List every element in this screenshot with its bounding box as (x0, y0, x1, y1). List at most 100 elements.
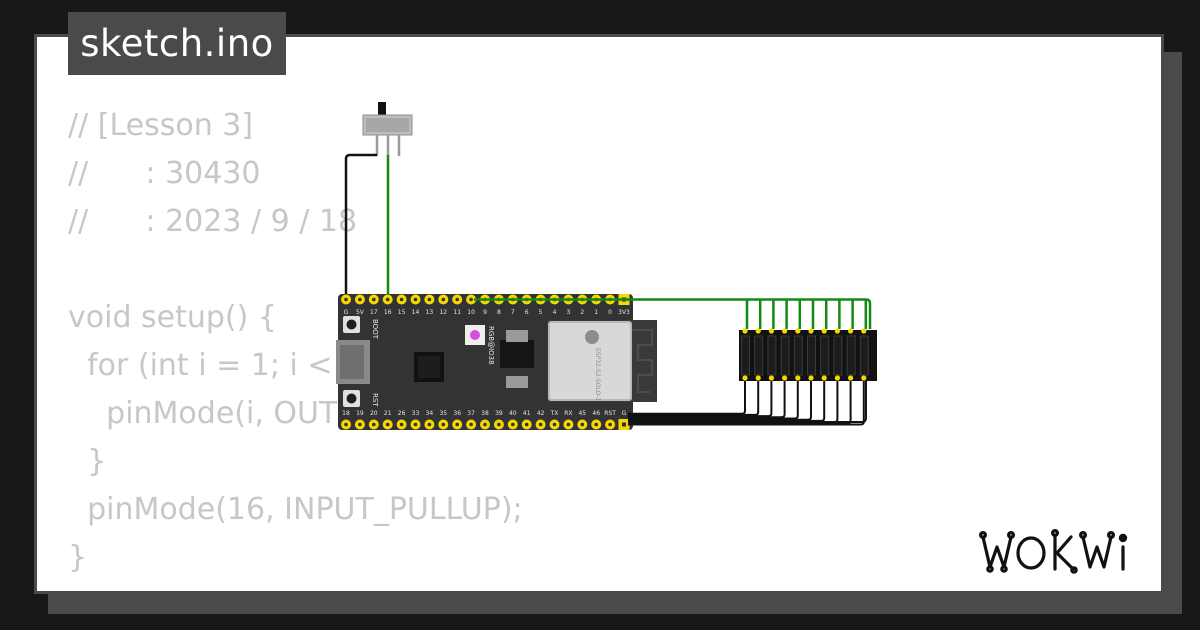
pin-label: 11 (453, 309, 461, 316)
pin-label: 0 (608, 309, 612, 316)
pin-label: 8 (497, 309, 501, 316)
pin-label: 33 (412, 410, 420, 417)
wokwi-logo (978, 528, 1128, 574)
led-segment (833, 335, 843, 376)
led-pin-anode (821, 328, 827, 334)
pin-label: 5 (539, 309, 543, 316)
led-pin-anode (848, 328, 854, 334)
led-pin-anode (861, 328, 867, 334)
led-bar-graph[interactable] (739, 328, 877, 381)
pin-label: 34 (426, 410, 434, 417)
pin-label: 2 (580, 309, 584, 316)
led-pin-anode (768, 328, 775, 334)
pin-label: 5V (356, 309, 365, 316)
black-wire (628, 380, 812, 421)
green-bus (474, 298, 872, 329)
code-line: } (68, 444, 107, 479)
led-bar-wires (474, 298, 872, 426)
switch-wires (344, 153, 390, 300)
pin-label: 46 (592, 410, 600, 417)
pin-label: 19 (356, 410, 364, 417)
boot-label: BOOT (371, 319, 379, 340)
led-pin-anode (795, 328, 801, 334)
voltage-regulator (500, 340, 534, 368)
pin-label: RX (564, 410, 572, 417)
pin-label: 18 (342, 410, 350, 417)
pin-label: 13 (426, 309, 434, 316)
pin-label: 39 (495, 410, 503, 417)
pin-label: 6 (525, 309, 529, 316)
led-pin-cathode (848, 375, 854, 381)
file-name-tab[interactable]: sketch.ino (68, 12, 286, 75)
led-pin-anode (755, 328, 761, 334)
code-line: // [Lesson 3] (68, 108, 254, 143)
pin-label: 42 (537, 410, 545, 417)
reset-label: RST (371, 393, 379, 407)
pin-label: 26 (398, 410, 406, 417)
led-pin-cathode (834, 375, 841, 381)
code-line: // : 30430 (68, 156, 261, 191)
pin-label: 1 (594, 309, 598, 316)
led-pin-anode (834, 328, 841, 334)
pin-label: 21 (384, 410, 392, 417)
led-pin-cathode (808, 375, 814, 381)
pin-label: 37 (467, 410, 475, 417)
pin-label: 20 (370, 410, 378, 417)
led-pin-cathode (755, 375, 761, 381)
pin-label: 3 (566, 309, 570, 316)
pin-label: RST (604, 410, 616, 417)
pin-label: 4 (553, 309, 557, 316)
led-segment (754, 335, 764, 376)
esp32-module (548, 321, 632, 401)
black-wire (628, 380, 786, 419)
led-pin-anode (782, 328, 788, 334)
slide-switch[interactable] (362, 102, 413, 156)
black-wire (628, 380, 826, 422)
code-line: pinMode(16, INPUT_PULLUP); (68, 492, 523, 527)
black-wire (628, 380, 799, 420)
led-pin-cathode (821, 375, 827, 381)
rgb-led-label: RGB@IO38 (487, 326, 495, 365)
switch-handle (378, 102, 386, 116)
pin-label: G (622, 410, 627, 417)
led-segment (741, 335, 750, 376)
led-segment (820, 335, 830, 376)
code-line: } (68, 540, 88, 575)
pin-label: 35 (439, 410, 447, 417)
pin-label: 17 (370, 309, 378, 316)
led-pin-cathode (768, 375, 775, 381)
led-pin-cathode (742, 375, 748, 381)
led-segment (846, 335, 856, 376)
pin-label: 10 (467, 309, 475, 316)
code-line: pinMode(i, OUT (68, 396, 338, 431)
black-wire (628, 380, 773, 418)
pin-label: 9 (483, 309, 487, 316)
pin-label: 40 (509, 410, 517, 417)
ground-bus (628, 380, 867, 423)
pin-label: G (344, 309, 349, 316)
led-segment (807, 335, 816, 376)
code-line: // : 2023 / 9 / 18 (68, 204, 358, 239)
pin-label: 16 (384, 309, 392, 316)
pin-label: TX (550, 410, 559, 417)
led-pin-anode (808, 328, 814, 334)
bottom-header-pins[interactable] (341, 419, 630, 430)
module-label: ESP32-S2-SOLO-1 (594, 348, 601, 402)
led-segment (780, 335, 790, 376)
pin-label: 7 (511, 309, 515, 316)
code-line: void setup() { (68, 300, 277, 335)
pin-label: 38 (481, 410, 489, 417)
led-segment (859, 335, 869, 376)
pin-label: 15 (398, 309, 406, 316)
led-pin-cathode (795, 375, 801, 381)
pin-label: 45 (578, 410, 586, 417)
led-pin-anode (742, 328, 748, 334)
led-pin-cathode (861, 375, 867, 381)
pin-label: 41 (523, 410, 531, 417)
black-wire (628, 380, 746, 415)
